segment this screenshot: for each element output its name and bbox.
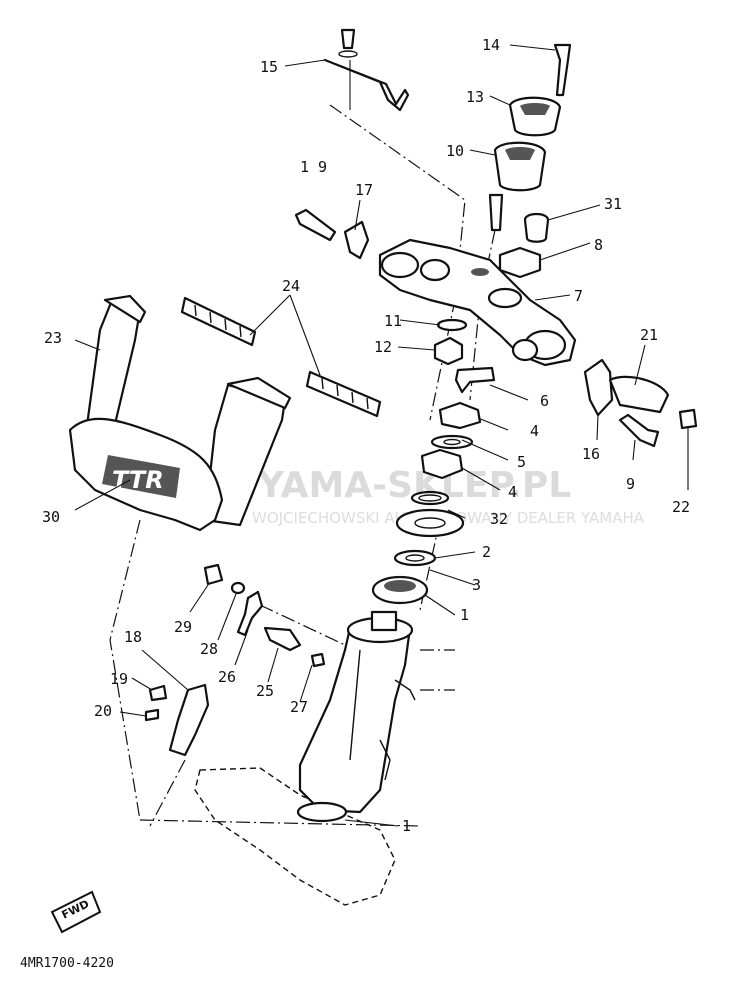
part-24-decals	[180, 296, 382, 418]
ttr-logo: TTR	[112, 466, 164, 494]
part-12-nut	[433, 336, 464, 366]
callout-4-upper: 4	[530, 422, 539, 440]
callout-4-lower: 4	[508, 483, 517, 501]
callout-19-lower: 19	[110, 670, 128, 688]
small-parts	[203, 563, 326, 668]
part-11-washer	[436, 318, 468, 332]
callout-8: 8	[594, 236, 603, 254]
callout-17: 17	[355, 181, 373, 199]
frame-outline	[194, 767, 396, 906]
part-9-bolt	[618, 413, 660, 448]
callout-23: 23	[44, 329, 62, 347]
callout-12: 12	[374, 338, 392, 356]
steering-stem	[296, 610, 416, 823]
callout-9: 9	[626, 475, 635, 493]
part-8-nut	[498, 246, 542, 279]
callout-30: 30	[42, 508, 60, 526]
callout-31: 31	[604, 195, 622, 213]
fwd-arrow-icon: FWD	[50, 890, 102, 934]
leader-lines	[74, 44, 689, 827]
callout-26: 26	[218, 668, 236, 686]
catalog-code: 4MR1700-4220	[20, 956, 114, 971]
part-18-bracket	[144, 683, 210, 757]
callout-2: 2	[482, 543, 491, 561]
part-17-clamp	[343, 220, 370, 260]
callout-19-upper: 1 9	[300, 158, 327, 176]
part-19-bolt	[294, 208, 337, 242]
part-22-bolt	[678, 408, 698, 430]
callout-20: 20	[94, 702, 112, 720]
callout-27: 27	[290, 698, 308, 716]
callout-29: 29	[174, 618, 192, 636]
callout-6: 6	[540, 392, 549, 410]
callout-24: 24	[282, 277, 300, 295]
callout-32: 32	[490, 510, 508, 528]
callout-3: 3	[472, 576, 481, 594]
callout-13: 13	[466, 88, 484, 106]
callout-15: 15	[260, 58, 278, 76]
part-30-number-plate: TTR	[68, 294, 292, 532]
part-16-bracket	[583, 358, 614, 417]
part-15-cable-guide	[323, 28, 410, 112]
callout-1-upper: 1	[460, 606, 469, 624]
callout-18: 18	[124, 628, 142, 646]
upper-bracket	[378, 238, 577, 367]
callout-21: 21	[640, 326, 658, 344]
handlebar-holders	[488, 43, 572, 232]
callout-22: 22	[672, 498, 690, 516]
callout-7: 7	[574, 287, 583, 305]
callout-14: 14	[482, 36, 500, 54]
callout-labels: 15 14 13 10 1 9 17 31 8 7 11 12 21 6 4 1…	[42, 36, 690, 835]
part-6-stopper	[454, 366, 496, 394]
callout-11: 11	[384, 312, 402, 330]
part-31-cap	[523, 212, 550, 243]
callout-10: 10	[446, 142, 464, 160]
callout-5: 5	[517, 453, 526, 471]
callout-25: 25	[256, 682, 274, 700]
part-21-clamp	[608, 375, 670, 414]
callout-16: 16	[582, 445, 600, 463]
callout-1-lower: 1	[402, 817, 411, 835]
callout-28: 28	[200, 640, 218, 658]
